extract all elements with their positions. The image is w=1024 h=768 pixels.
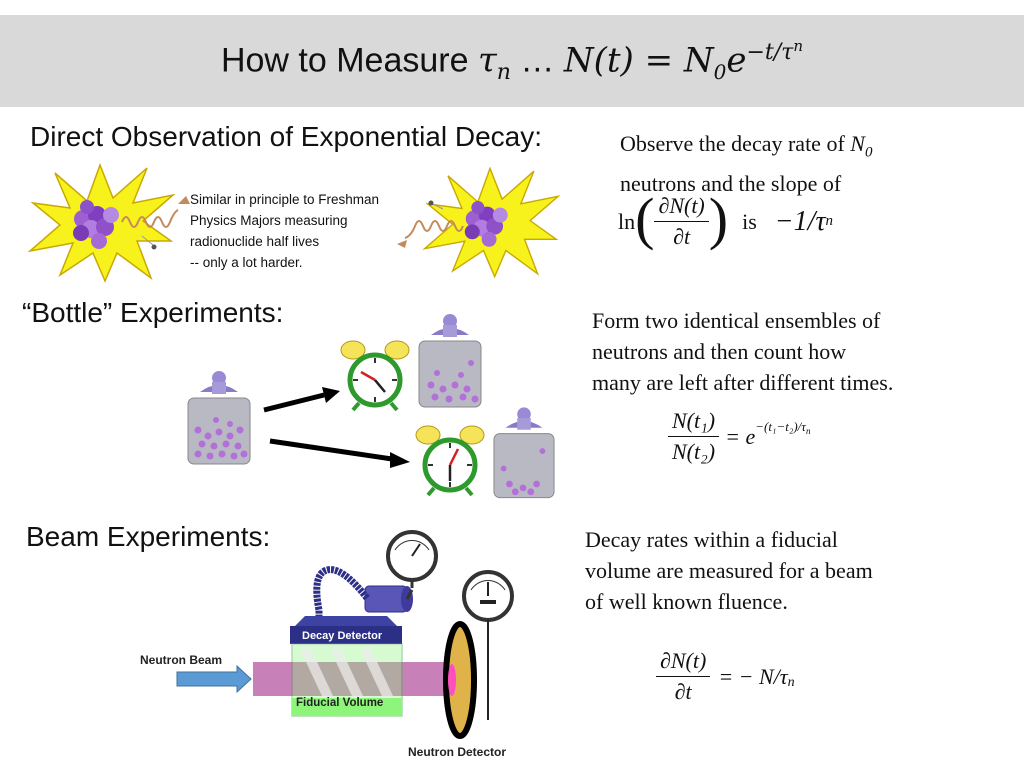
starburst-icon — [422, 166, 561, 279]
beam-apparatus — [176, 530, 514, 739]
wavy-arrow-icon — [121, 196, 190, 228]
rate-fraction: ∂N(t) ∂t — [656, 648, 711, 705]
freshman-note: Similar in principle to Freshman Physics… — [190, 192, 380, 270]
bottle-description: Form two identical ensembles of neutrons… — [592, 308, 894, 395]
arrow-up-icon — [263, 387, 340, 413]
electron-dot-icon — [428, 200, 444, 210]
title-band — [0, 15, 1024, 107]
electron-dot-icon — [141, 235, 157, 250]
alarm-clock-icon — [340, 340, 410, 412]
bottle-icon — [418, 314, 482, 408]
wavy-arrow-icon — [397, 220, 464, 248]
bottle-icon — [187, 371, 251, 465]
decay-detector-label: Decay Detector — [302, 630, 383, 642]
neutron-cluster-icon — [464, 201, 508, 247]
neutron-cluster-icon — [73, 200, 119, 249]
beam-heading: Beam Experiments: — [26, 521, 271, 552]
bottle-heading: “Bottle” Experiments: — [22, 297, 284, 328]
bottle-icon — [493, 407, 555, 499]
fiducial-volume-label: Fiducial Volume — [296, 697, 384, 709]
partial-fraction: ∂N(t) ∂t — [654, 193, 709, 250]
pump-icon — [313, 566, 414, 630]
neutron-detector-label: Neutron Detector — [408, 745, 507, 759]
direct-description: Observe the decay rate of N0 neutrons an… — [620, 131, 873, 197]
arrow-down-icon — [269, 438, 410, 468]
alarm-clock-icon — [415, 425, 485, 497]
gauge-icon — [386, 530, 438, 588]
gauge-icon — [462, 570, 514, 720]
starburst-icon — [27, 162, 176, 283]
page-title: How to Measure τn … N(t) = N0e−t/τn — [220, 37, 804, 86]
ratio-fraction: N(t₁) N(t₂) — [668, 408, 720, 465]
beam-description: Decay rates within a fiducial volume are… — [585, 527, 873, 614]
neutron-beam-label: Neutron Beam — [140, 653, 223, 667]
direct-heading: Direct Observation of Exponential Decay: — [30, 121, 543, 152]
